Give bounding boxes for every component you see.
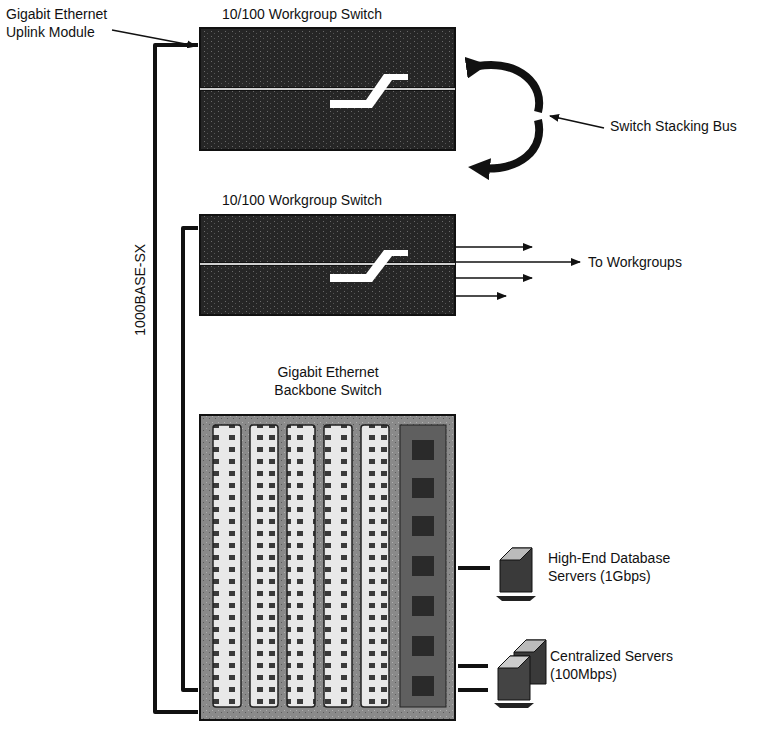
- node-label: High-End Database Servers (1Gbps): [548, 550, 688, 585]
- workgroup-switch: 10/100 Workgroup Switch: [198, 192, 458, 317]
- stacking-arrow: [478, 65, 539, 112]
- callout-label: To Workgroups: [588, 254, 738, 272]
- server-icon: [494, 640, 546, 708]
- workgroup-switch-chassis: [200, 28, 455, 150]
- backbone-chassis: [200, 415, 455, 720]
- callout-label: Gigabit Ethernet Uplink Module: [6, 6, 126, 41]
- node-label: 10/100 Workgroup Switch: [222, 192, 442, 210]
- workgroup-switch-chassis: [200, 215, 455, 315]
- database-server: High-End Database Servers (1Gbps): [490, 546, 740, 602]
- network-link: [458, 688, 488, 692]
- backbone-switch: Gigabit Ethernet Backbone Switch: [198, 364, 458, 722]
- link-label: 1000BASE-SX: [132, 242, 150, 338]
- network-link: [458, 664, 488, 668]
- node-label: Centralized Servers (100Mbps): [550, 648, 700, 683]
- node-label: Gigabit Ethernet Backbone Switch: [258, 364, 398, 399]
- server-icon: [496, 548, 536, 601]
- network-link: [458, 566, 490, 570]
- network-link: [183, 228, 198, 690]
- network-link: [155, 45, 198, 712]
- leader-line: [550, 116, 604, 128]
- node-label: 10/100 Workgroup Switch: [222, 6, 442, 24]
- centralized-server: Centralized Servers (100Mbps): [488, 640, 748, 710]
- workgroup-switch: 10/100 Workgroup Switch: [198, 6, 458, 152]
- stacking-arrow: [478, 120, 539, 168]
- workgroup-arrows: [455, 247, 580, 296]
- callout-label: Switch Stacking Bus: [610, 118, 780, 136]
